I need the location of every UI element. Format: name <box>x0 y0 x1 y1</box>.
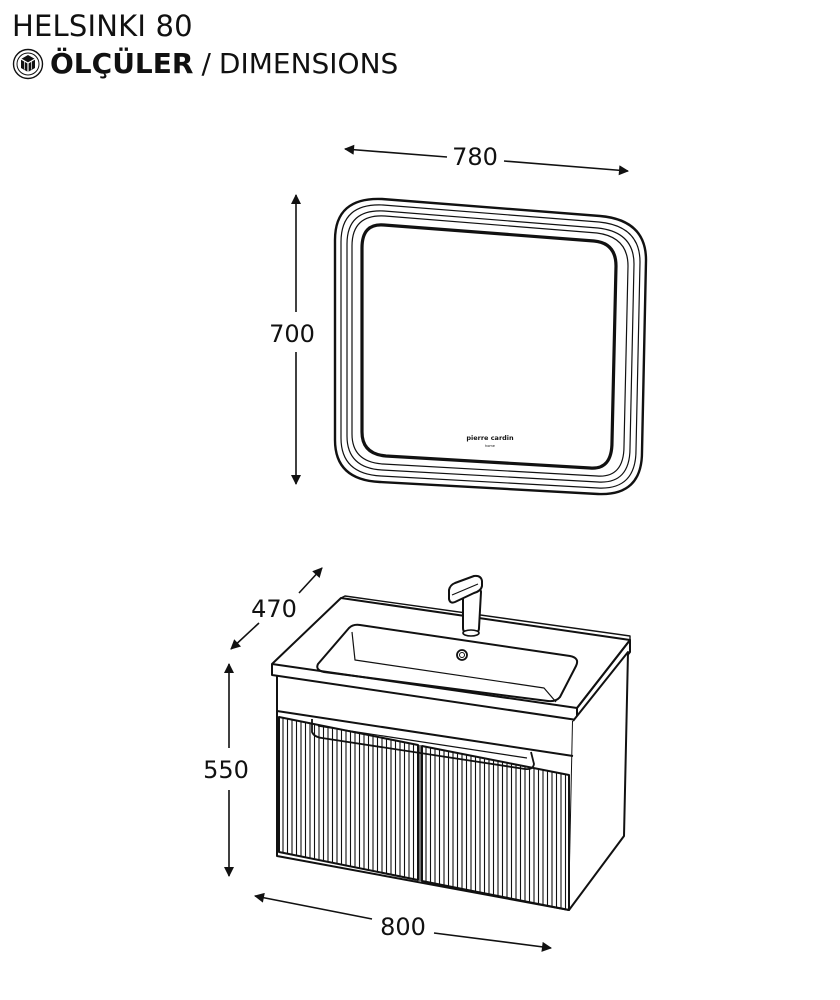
mirror-width-dimension <box>344 144 629 176</box>
cabinet-handle-recess <box>311 719 535 771</box>
basin-bowl-inner <box>351 631 557 703</box>
cabinet-body-side <box>568 651 629 911</box>
basin-back-rim <box>340 595 631 640</box>
mirror-width-arrow-left <box>344 144 448 158</box>
mirror-frame-ring-4 <box>351 215 629 477</box>
mirror-width-arrow-right <box>503 160 629 176</box>
cabinet-height-label: 550 <box>203 756 249 784</box>
header: HELSINKI 80 ÖLÇÜLER / DIMENSIONS <box>12 8 398 82</box>
subtitle-english: DIMENSIONS <box>218 47 399 80</box>
cabinet-body-front <box>276 676 574 911</box>
door-left <box>278 716 419 881</box>
subtitle-separator: / <box>201 47 211 80</box>
cabinet-width-dimension <box>254 892 552 952</box>
basin-bowl-rim <box>316 623 579 703</box>
depth-arrow-front <box>230 622 260 650</box>
cabinet-width-label: 800 <box>380 913 426 941</box>
mirror <box>333 197 648 496</box>
dimensions-cube-icon <box>12 48 44 80</box>
door-left-flutes <box>282 717 415 880</box>
mirror-width-label: 780 <box>452 143 498 171</box>
cabinet-top-rail <box>276 710 574 757</box>
mirror-logo-subtext: home <box>485 444 495 448</box>
mirror-logo: pierre cardin <box>466 434 514 442</box>
cabinet-width-arrow-right <box>433 932 552 952</box>
dimensions-heading: ÖLÇÜLER / DIMENSIONS <box>12 46 398 82</box>
cabinet-depth-dimension <box>230 567 323 650</box>
mirror-frame-ring-3 <box>346 210 635 483</box>
faucet <box>448 574 483 637</box>
subtitle-turkish: ÖLÇÜLER <box>50 47 194 80</box>
mirror-height-label: 700 <box>269 320 315 348</box>
product-title: HELSINKI 80 <box>12 9 193 43</box>
mirror-glass <box>360 223 618 470</box>
mirror-frame-outer <box>333 197 648 496</box>
cabinet-width-arrow-left <box>254 892 373 920</box>
basin-front-edge <box>271 664 578 721</box>
cabinet-depth-label: 470 <box>251 595 297 623</box>
vanity-cabinet <box>271 595 631 911</box>
door-right <box>421 745 570 911</box>
basin-drain <box>456 649 468 661</box>
basin-top-surface <box>271 597 631 709</box>
depth-arrow-back <box>298 567 323 594</box>
door-right-flutes <box>425 746 567 910</box>
mirror-frame-ring-2 <box>340 204 641 489</box>
